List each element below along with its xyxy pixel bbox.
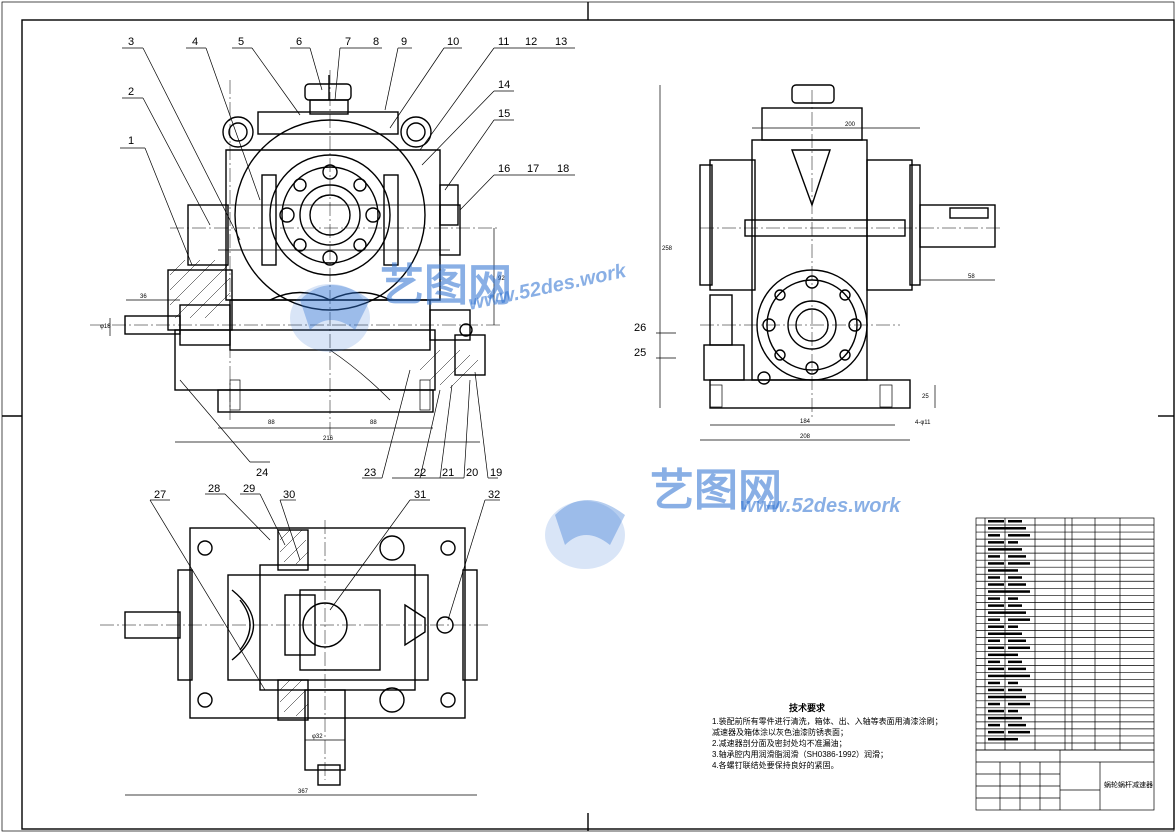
title-block [975,749,1155,811]
callout-5: 5 [238,36,244,48]
svg-text:367: 367 [298,789,309,795]
callout-11: 11 [498,36,509,48]
parts-list-table [975,517,1155,751]
note-line: 4.各螺钉联结处要保持良好的紧固。 [712,761,839,770]
callout-32: 32 [488,489,500,501]
callout-27: 27 [154,489,166,501]
callout-1: 1 [128,135,134,147]
svg-text:92: 92 [498,276,505,282]
callout-26: 26 [634,322,646,334]
callout-22: 22 [414,467,426,479]
svg-text:88: 88 [268,420,275,426]
svg-text:208: 208 [800,434,811,440]
svg-text:58: 58 [968,274,975,280]
callout-9: 9 [401,36,407,48]
notes-title: 技术要求 [788,703,825,713]
watermark-text-bottom: 艺图网 [650,466,782,515]
callout-10: 10 [447,36,459,48]
callout-23: 23 [364,467,376,479]
svg-text:88: 88 [370,420,377,426]
note-line: 1.装配前所有零件进行清洗，箱体、出、入轴等表面用清漆涂刷； [712,717,943,726]
watermark-text-top: 艺图网 [380,261,512,310]
callout-21: 21 [442,467,454,479]
callout-14: 14 [498,79,510,91]
callout-7: 7 [345,36,351,48]
top-view: 367 φ32 [100,493,500,796]
svg-text:25: 25 [922,394,929,400]
svg-text:184: 184 [800,419,811,425]
watermark-logo: 艺图网 www.52des.work 艺图网 www.52des.work [290,260,901,569]
callout-4: 4 [192,36,198,48]
svg-text:200: 200 [845,122,856,128]
callout-3: 3 [128,36,134,48]
callout-31: 31 [414,489,426,501]
part-callouts: 1 2 3 4 5 6 7 8 9 10 11 12 13 14 15 16 1… [128,36,646,501]
svg-text:4-φ11: 4-φ11 [915,420,931,426]
callout-18: 18 [557,163,569,175]
title-block-name: 蜗轮蜗杆减速器 [1104,782,1153,789]
callout-16: 16 [498,163,510,175]
note-line: 2.减速器剖分面及密封处均不准漏油； [712,739,847,748]
side-view: 258 200 58 184 208 25 4-φ11 [656,84,1000,441]
callout-8: 8 [373,36,379,48]
callout-24: 24 [256,467,268,479]
front-view: 36 88 88 216 92 φ18 [90,70,505,443]
front-callout-leaders [120,47,575,479]
svg-text:φ32: φ32 [312,734,323,740]
callout-25: 25 [634,347,646,359]
technical-requirements: 技术要求 1.装配前所有零件进行清洗，箱体、出、入轴等表面用清漆涂刷； 减速器及… [712,703,962,771]
svg-text:216: 216 [323,436,334,442]
callout-19: 19 [490,467,502,479]
note-line: 减速器及箱体涂以灰色油漆防锈表面； [712,728,848,737]
watermark-url-bottom: www.52des.work [740,495,901,517]
callout-20: 20 [466,467,478,479]
callout-2: 2 [128,86,134,98]
note-line: 3.轴承腔内用润滑脂润滑（SH0386-1992）润滑； [712,750,889,759]
callout-30: 30 [283,489,295,501]
callout-6: 6 [296,36,302,48]
svg-text:258: 258 [662,246,673,252]
callout-28: 28 [208,483,220,495]
svg-text:36: 36 [140,294,147,300]
callout-29: 29 [243,483,255,495]
callout-12: 12 [525,36,537,48]
callout-15: 15 [498,108,510,120]
svg-text:φ18: φ18 [100,324,111,330]
callout-17: 17 [527,163,539,175]
callout-13: 13 [555,36,567,48]
